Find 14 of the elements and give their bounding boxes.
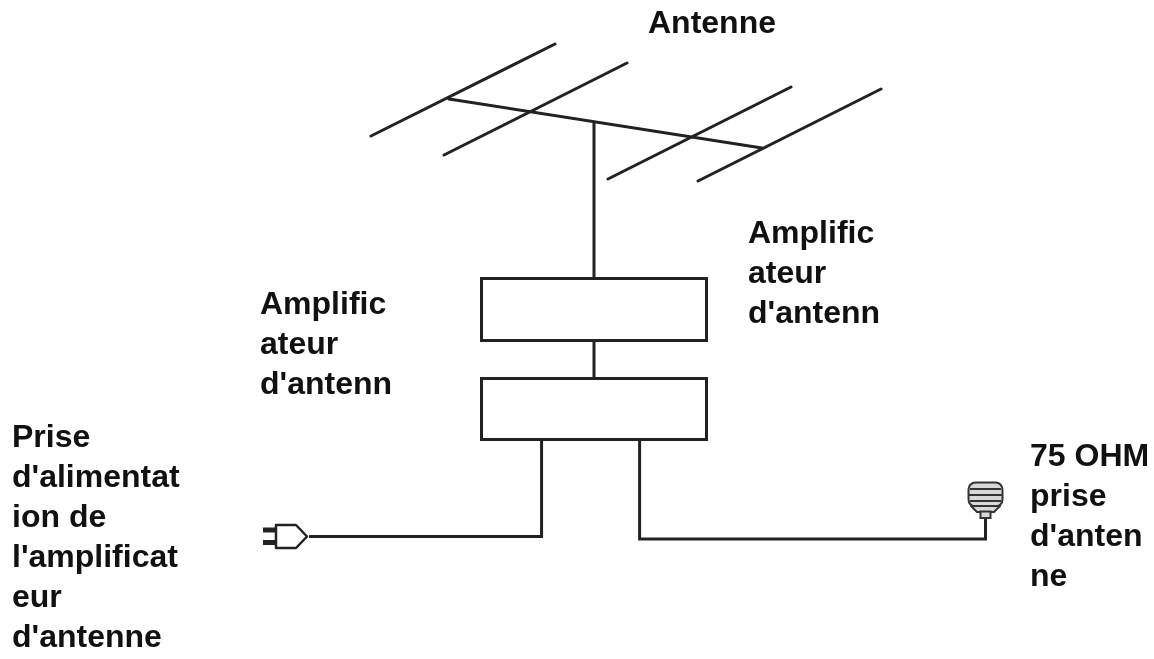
amplifier-block [480, 377, 708, 441]
amplifier-block [480, 277, 708, 342]
connector-label: 75 OHM prise d'anten ne [1030, 436, 1151, 595]
antenna-drawing [368, 41, 884, 185]
connector-icon [967, 481, 1004, 519]
antenna-label: Antenne [648, 3, 776, 42]
cable-line [638, 441, 987, 541]
power-plug-label: Prise d'alimentat ion de l'amplificat eur d'antenne [12, 417, 180, 656]
plug-icon [262, 523, 309, 550]
cable-line [592, 342, 596, 377]
amplifier-label: Amplific ateur d'antenn [748, 213, 881, 332]
amplifier-label: Amplific ateur d'antenn [260, 284, 393, 403]
cable-line [309, 441, 544, 538]
cable-line [592, 185, 596, 277]
